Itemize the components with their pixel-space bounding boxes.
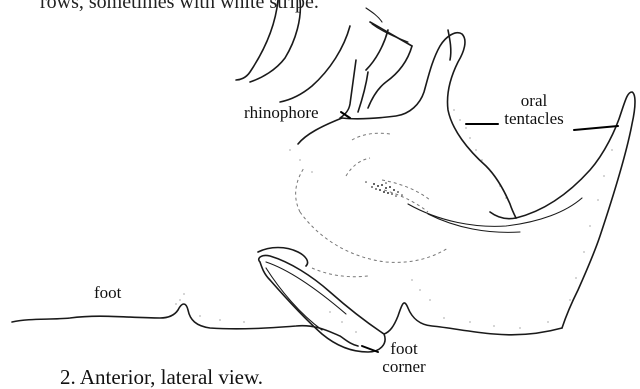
rhinophore (340, 60, 368, 118)
oral-tentacles-label-line2: tentacles (496, 110, 572, 128)
oral-tentacles-leader-right (574, 126, 618, 130)
oral-tentacles-label-line1: oral (496, 92, 572, 110)
foot-corner (259, 255, 385, 352)
rhinophore-stalk-left (236, 0, 300, 82)
body-stipple (175, 109, 612, 332)
rhinophore-stalk-right (280, 8, 412, 108)
oral-tentacles-label: oral tentacles (496, 92, 572, 128)
foot-corner-label: foot corner (376, 340, 432, 376)
internal-dashed-lines (296, 133, 448, 276)
foot-label: foot (94, 284, 121, 302)
foot-corner-label-line2: corner (376, 358, 432, 376)
foot-corner-label-line1: foot (376, 340, 432, 358)
rhinophore-label: rhinophore (244, 104, 319, 122)
figure-caption: 2. Anterior, lateral view. (60, 365, 263, 389)
